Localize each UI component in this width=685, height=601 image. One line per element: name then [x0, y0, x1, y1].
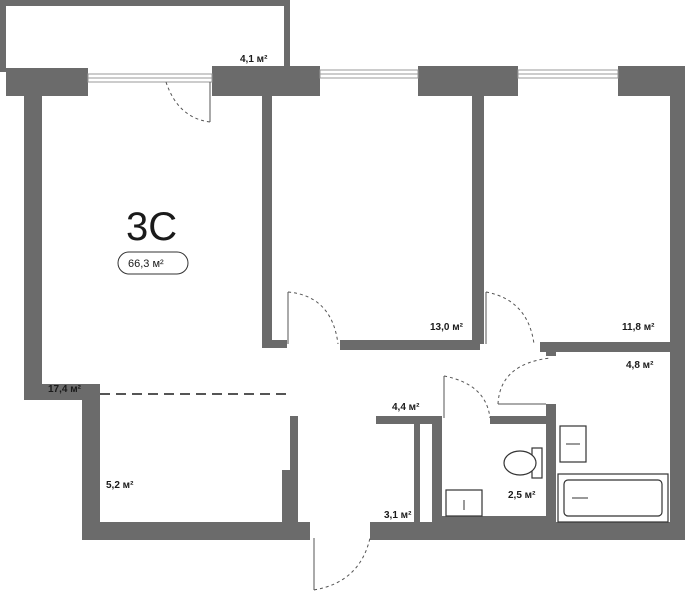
bath-sink — [559, 425, 587, 463]
area-kitchen: 5,2 м² — [106, 480, 134, 491]
windows — [87, 69, 619, 83]
area-hall: 4,4 м² — [392, 402, 420, 413]
area-bedroom1: 13,0 м² — [430, 322, 464, 333]
outer-walls — [6, 66, 685, 540]
area-corridor: 3,1 м² — [384, 510, 412, 521]
apartment-type-label: 3С — [126, 205, 177, 249]
balcony — [0, 0, 290, 72]
fixtures — [445, 425, 669, 523]
interior-walls — [262, 96, 670, 540]
area-wc: 2,5 м² — [508, 490, 536, 501]
area-bath: 4,8 м² — [626, 360, 654, 371]
area-living: 17,4 м² — [48, 384, 82, 395]
area-balcony: 4,1 м² — [240, 54, 268, 65]
toilet — [503, 447, 543, 479]
total-area-badge — [117, 251, 189, 275]
area-bedroom2: 11,8 м² — [622, 322, 655, 333]
doors — [165, 81, 551, 591]
total-area: 66,3 м² — [128, 258, 164, 270]
